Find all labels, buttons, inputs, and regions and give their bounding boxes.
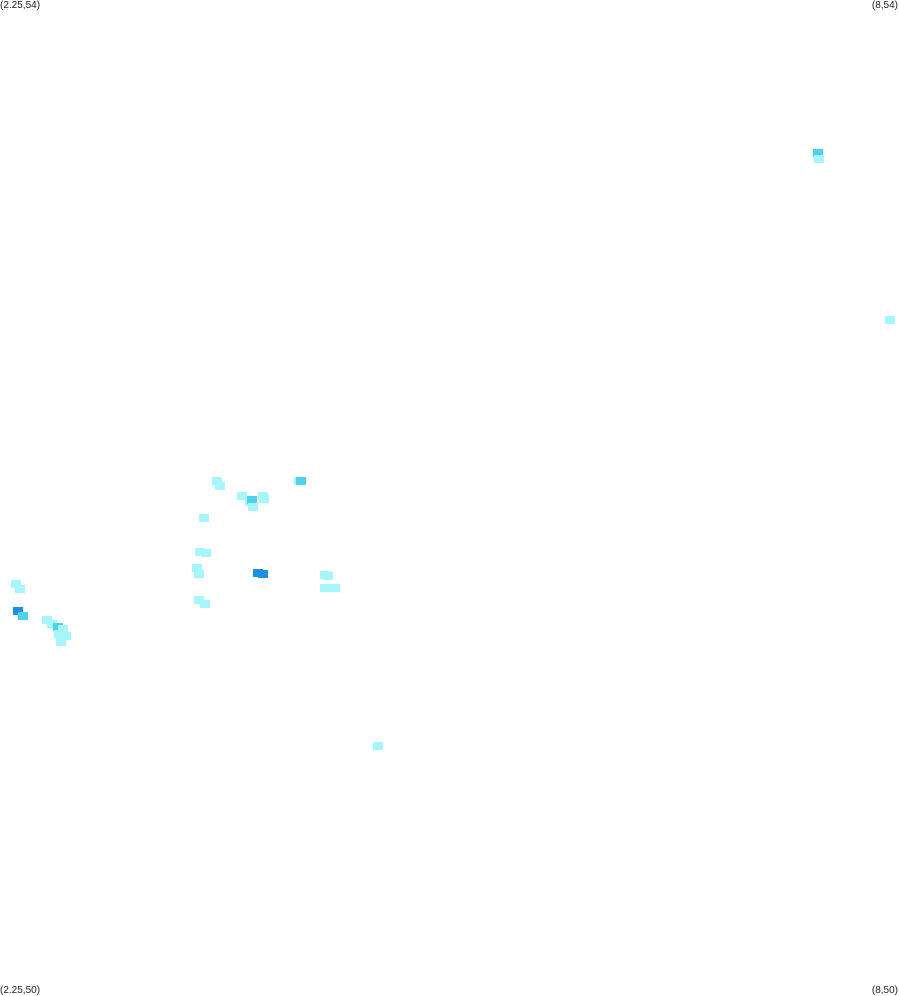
density-cell-light — [201, 549, 211, 557]
density-cell-light — [373, 742, 383, 750]
density-cell-light — [194, 570, 204, 578]
corner-label-top-right: (8,54) — [871, 0, 898, 11]
density-cell-light — [885, 316, 895, 324]
density-cell-dark — [258, 570, 268, 578]
density-cell-medium — [18, 612, 28, 620]
density-cell-light — [15, 585, 25, 593]
density-cell-light — [814, 155, 824, 163]
density-cell-light — [195, 548, 205, 556]
density-cell-light — [61, 632, 71, 640]
density-cell-light — [237, 492, 247, 500]
corner-label-top-left: (2.25,54) — [0, 0, 41, 11]
density-cell-light — [194, 596, 204, 604]
density-cell-light — [215, 482, 225, 490]
density-cell-light — [212, 477, 222, 485]
density-cell-light — [54, 630, 64, 638]
density-cell-light — [330, 584, 340, 592]
density-cell-light — [320, 584, 330, 592]
density-cell-light — [199, 514, 209, 522]
density-cell-light — [323, 572, 333, 580]
density-cell-medium — [813, 149, 823, 157]
density-cell-medium — [247, 496, 257, 504]
density-cell-light — [11, 580, 21, 588]
corner-label-bottom-right: (8,50) — [871, 985, 898, 996]
density-cell-light — [200, 600, 210, 608]
corner-label-bottom-left: (2.25,50) — [0, 985, 41, 996]
density-cell-dark — [13, 607, 23, 615]
density-cell-light — [56, 638, 66, 646]
density-cell-light — [47, 620, 57, 628]
density-cell-light — [192, 564, 202, 572]
density-cell-medium — [296, 477, 306, 485]
density-cell-light — [58, 625, 68, 633]
density-cell-light — [248, 503, 258, 511]
density-cell-light — [259, 495, 269, 503]
